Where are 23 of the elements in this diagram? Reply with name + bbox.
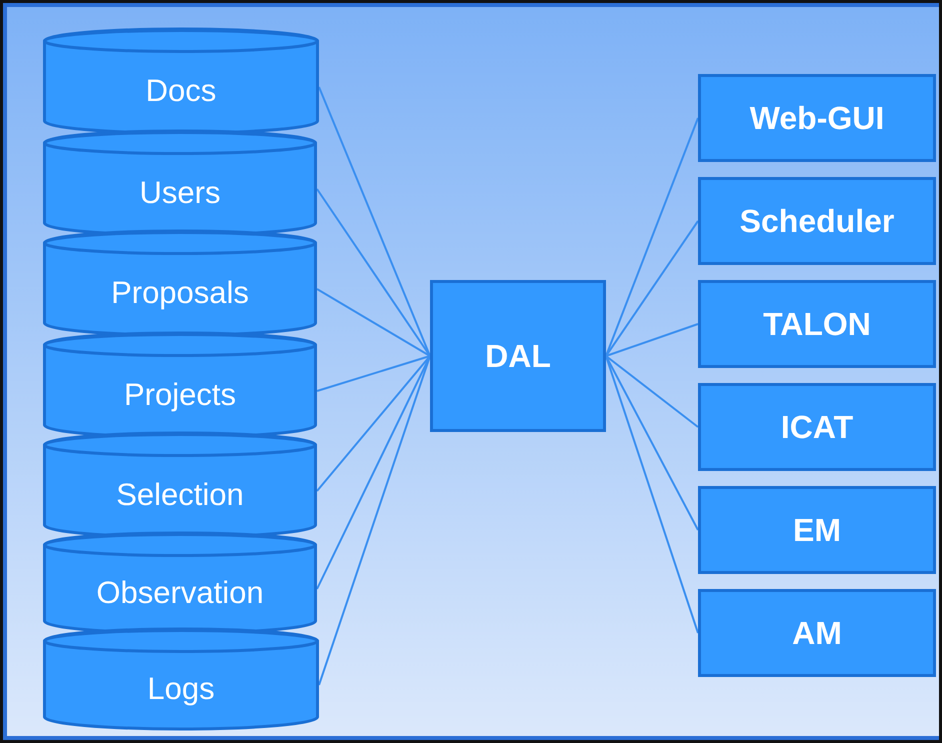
component-box: Scheduler — [698, 177, 936, 265]
connector-line — [318, 86, 431, 356]
database-label: Observation — [96, 575, 264, 611]
component-box: DAL — [430, 280, 606, 432]
connector-line — [606, 323, 698, 357]
component-box: AM — [698, 589, 936, 677]
component-box: EM — [698, 486, 936, 574]
connector-line — [316, 355, 430, 392]
database-label: Proposals — [111, 275, 249, 311]
database-label: Selection — [116, 477, 244, 513]
component-box: Web-GUI — [698, 74, 936, 162]
database-label: Docs — [146, 73, 216, 109]
connector-line — [316, 188, 431, 357]
component-box: ICAT — [698, 383, 936, 471]
connector-line — [605, 220, 699, 357]
connector-line — [605, 355, 699, 428]
component-box: TALON — [698, 280, 936, 368]
connector-line — [316, 355, 431, 492]
connector-line — [605, 356, 699, 530]
database-label: Users — [140, 175, 220, 211]
database-label: Projects — [124, 377, 236, 413]
connector-line — [316, 288, 430, 357]
database-label: Logs — [147, 671, 215, 707]
